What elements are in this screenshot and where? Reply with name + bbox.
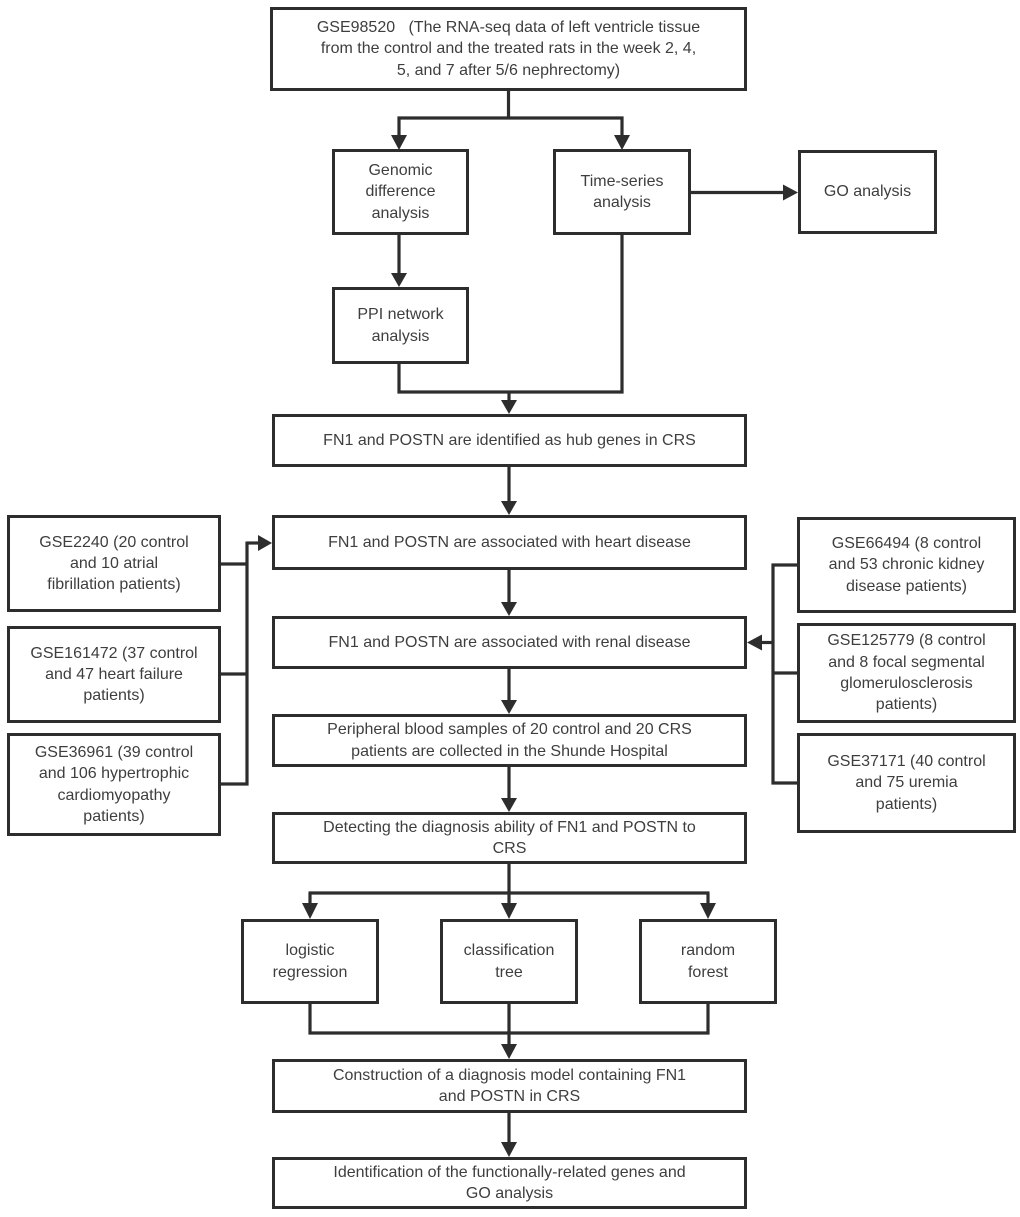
- node-ppi-network-analysis: PPI network analysis: [332, 287, 469, 364]
- node-label: GSE36961 (39 control and 106 hypertrophi…: [34, 743, 194, 825]
- edge-blood-detect: [501, 767, 517, 812]
- node-renal-disease-association: FN1 and POSTN are associated with renal …: [272, 616, 747, 669]
- node-label: Identification of the functionally-relat…: [333, 1163, 686, 1202]
- node-gse36961-dataset: GSE36961 (39 control and 106 hypertrophi…: [7, 733, 221, 836]
- edge-gse98520-genomic: [391, 116, 407, 150]
- node-gse37171-dataset: GSE37171 (40 control and 75 uremia patie…: [797, 733, 1016, 833]
- node-label: GSE98520 (The RNA-seq data of left ventr…: [316, 19, 701, 79]
- edge-gse98520-split: [397, 91, 624, 120]
- node-label: GSE66494 (8 control and 53 chronic kidne…: [828, 535, 985, 595]
- node-gse161472-dataset: GSE161472 (37 control and 47 heart failu…: [7, 626, 221, 723]
- node-label: Genomic difference analysis: [365, 162, 436, 222]
- node-logistic-regression: logistic regression: [241, 919, 379, 1004]
- node-heart-disease-association: FN1 and POSTN are associated with heart …: [272, 515, 747, 570]
- edge-methods-model: [308, 1004, 710, 1059]
- node-label: GSE2240 (20 control and 10 atrial fibril…: [39, 533, 189, 594]
- node-gse66494-dataset: GSE66494 (8 control and 53 chronic kidne…: [797, 517, 1016, 613]
- node-label: Detecting the diagnosis ability of FN1 a…: [323, 818, 696, 857]
- node-label: Construction of a diagnosis model contai…: [332, 1066, 687, 1105]
- node-label: FN1 and POSTN are associated with renal …: [328, 633, 691, 651]
- node-hub-genes: FN1 and POSTN are identified as hub gene…: [272, 414, 747, 467]
- edge-genomic-ppi: [391, 235, 407, 287]
- node-time-series-analysis: Time-series analysis: [553, 149, 691, 235]
- node-label: random forest: [680, 942, 736, 981]
- edge-heart-renal: [501, 570, 517, 616]
- edge-timeseries-go: [691, 184, 798, 201]
- edge-hub-heart: [501, 467, 517, 515]
- node-label: GO analysis: [823, 183, 912, 201]
- node-functionally-related-genes: Identification of the functionally-relat…: [272, 1157, 747, 1209]
- node-peripheral-blood-samples: Peripheral blood samples of 20 control a…: [272, 714, 747, 767]
- edge-renal-blood: [501, 669, 517, 714]
- node-label: GSE125779 (8 control and 8 focal segment…: [827, 632, 986, 714]
- node-classification-tree: classification tree: [440, 919, 578, 1004]
- node-label: logistic regression: [272, 942, 348, 981]
- node-label: Time-series analysis: [580, 172, 664, 211]
- edge-left-gse-heart: [220, 535, 272, 786]
- node-gse2240-dataset: GSE2240 (20 control and 10 atrial fibril…: [7, 515, 221, 612]
- node-random-forest: random forest: [639, 919, 777, 1004]
- node-go-analysis: GO analysis: [798, 150, 937, 234]
- node-label: GSE161472 (37 control and 47 heart failu…: [30, 644, 198, 705]
- node-label: FN1 and POSTN are identified as hub gene…: [323, 431, 696, 449]
- node-label: classification tree: [463, 942, 555, 981]
- node-detect-diagnosis-ability: Detecting the diagnosis ability of FN1 a…: [272, 812, 747, 864]
- node-label: FN1 and POSTN are associated with heart …: [328, 533, 691, 551]
- node-label: GSE37171 (40 control and 75 uremia patie…: [827, 753, 986, 813]
- edge-model-ident: [501, 1113, 517, 1157]
- edge-detect-methods: [302, 864, 716, 919]
- node-gse98520-dataset: GSE98520 (The RNA-seq data of left ventr…: [270, 7, 747, 91]
- node-label: Peripheral blood samples of 20 control a…: [327, 721, 692, 760]
- edge-right-gse-renal: [747, 563, 797, 785]
- edge-gse98520-timeseries: [614, 116, 630, 150]
- node-gse125779-dataset: GSE125779 (8 control and 8 focal segment…: [797, 623, 1016, 723]
- edge-merge-hub: [397, 235, 624, 414]
- node-diagnosis-model-construction: Construction of a diagnosis model contai…: [272, 1059, 747, 1113]
- node-genomic-difference-analysis: Genomic difference analysis: [332, 149, 469, 235]
- node-label: PPI network analysis: [357, 306, 444, 345]
